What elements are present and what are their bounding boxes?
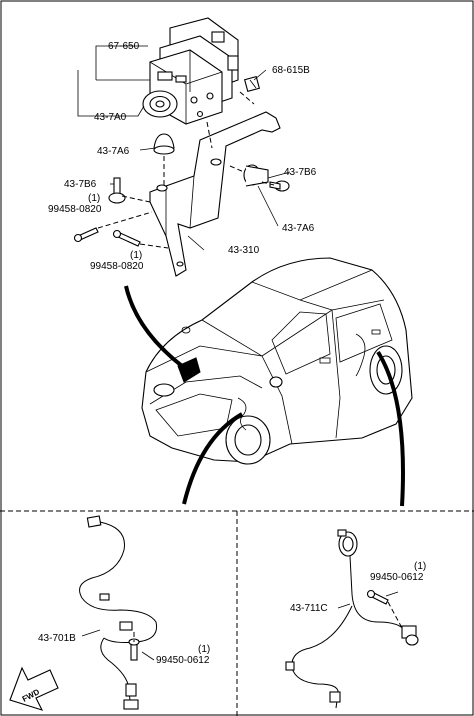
pointer-rear-sensor (376, 350, 405, 507)
callout-abs-unit[interactable]: 67-650 (108, 41, 140, 52)
mount-bolt-right (269, 180, 290, 192)
front-sensor-bolt (128, 638, 140, 661)
callout-rear-sensor[interactable]: 43-711C (290, 603, 328, 614)
mounting-bolt-lower-left (73, 227, 99, 243)
mounting-bolt-lower (112, 229, 141, 247)
callout-relay[interactable]: 68-615B (272, 65, 310, 76)
abs-hydraulic-unit (142, 17, 239, 125)
mount-bolt-left (108, 177, 126, 204)
front-wheel-speed-sensor (79, 515, 158, 710)
rear-wheel-speed-sensor (285, 529, 419, 709)
callout-front-bolt-qty: (1) (198, 644, 210, 655)
callout-bracket[interactable]: 43-310 (228, 245, 260, 256)
callout-rear-bolt-qty: (1) (414, 561, 426, 572)
callout-hcu[interactable]: 43-7A0 (94, 112, 127, 123)
rubber-bushing-right (243, 164, 269, 187)
callout-bushing-top[interactable]: 43-7A6 (97, 146, 130, 157)
callout-front-bolt-ref[interactable]: 99450-0612 (156, 655, 210, 666)
callout-bolt-right[interactable]: 43-7B6 (284, 167, 317, 178)
callout-bushing-right[interactable]: 43-7A6 (282, 223, 315, 234)
vehicle-outline (141, 257, 413, 465)
callout-bolt-left-ref[interactable]: 99458-0820 (48, 204, 102, 215)
pointer-abs (124, 285, 184, 368)
callout-bolt-left-qty: (1) (88, 193, 100, 204)
callout-front-sensor[interactable]: 43-701B (38, 633, 76, 644)
callout-bolt-lower-qty: (1) (130, 250, 142, 261)
rear-sensor-bolt (366, 589, 389, 605)
fwd-arrow-icon (9, 666, 59, 711)
rubber-bushing-top (153, 133, 175, 155)
callout-bolt-lower-ref[interactable]: 99458-0820 (90, 261, 144, 272)
relay-part (243, 75, 261, 93)
abs-bracket (149, 111, 281, 277)
callout-rear-bolt-ref[interactable]: 99450-0612 (370, 572, 424, 583)
pointer-front-sensor (182, 412, 243, 505)
callout-bolt-left[interactable]: 43-7B6 (64, 179, 97, 190)
